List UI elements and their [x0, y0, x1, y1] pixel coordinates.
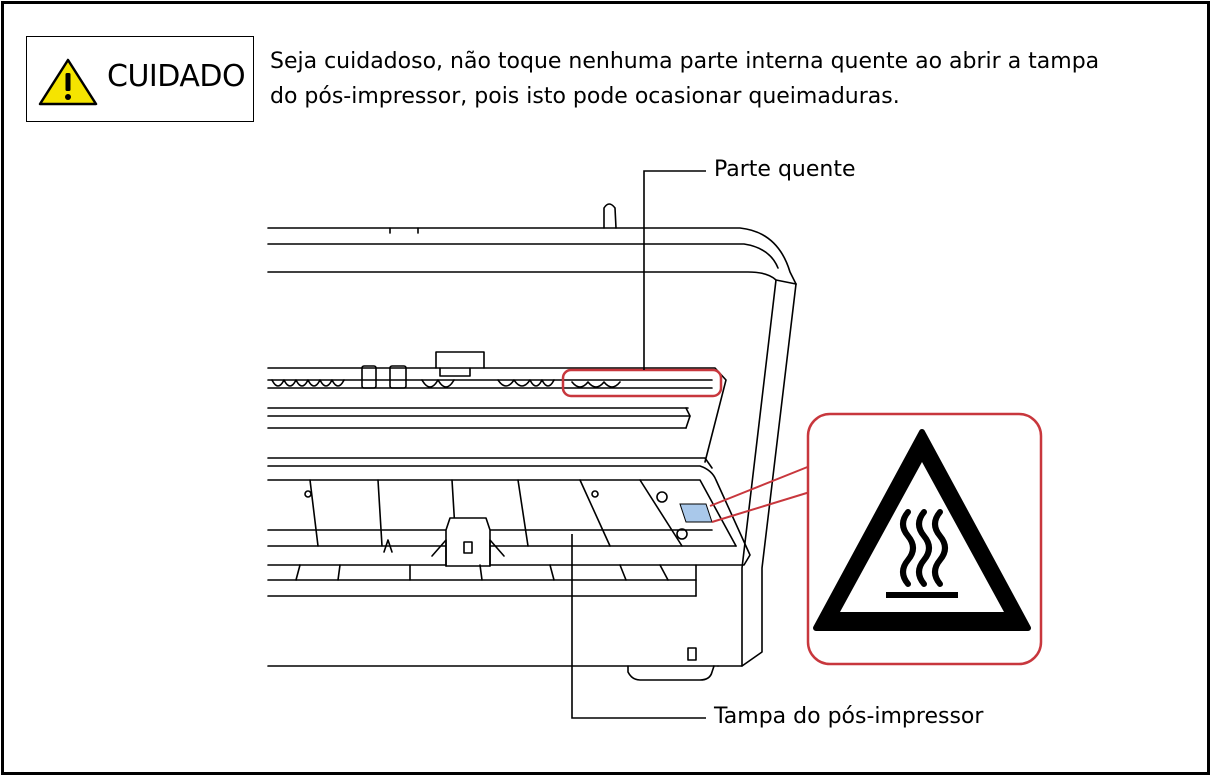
hot-surface-warning-icon: [806, 412, 1043, 666]
callout-post-imprinter-cover: Tampa do pós-impressor: [714, 704, 984, 729]
warning-triangle-icon: [38, 58, 98, 106]
caution-box: CUIDADO: [26, 36, 254, 122]
caution-label: CUIDADO: [107, 59, 246, 94]
caution-message-line-2: do pós-impressor, pois isto pode ocasion…: [270, 84, 900, 109]
caution-message: Seja cuidadoso, não toque nenhuma parte …: [270, 44, 1200, 114]
callout-hot-part: Parte quente: [714, 157, 856, 182]
caution-message-line-1: Seja cuidadoso, não toque nenhuma parte …: [270, 49, 1100, 74]
